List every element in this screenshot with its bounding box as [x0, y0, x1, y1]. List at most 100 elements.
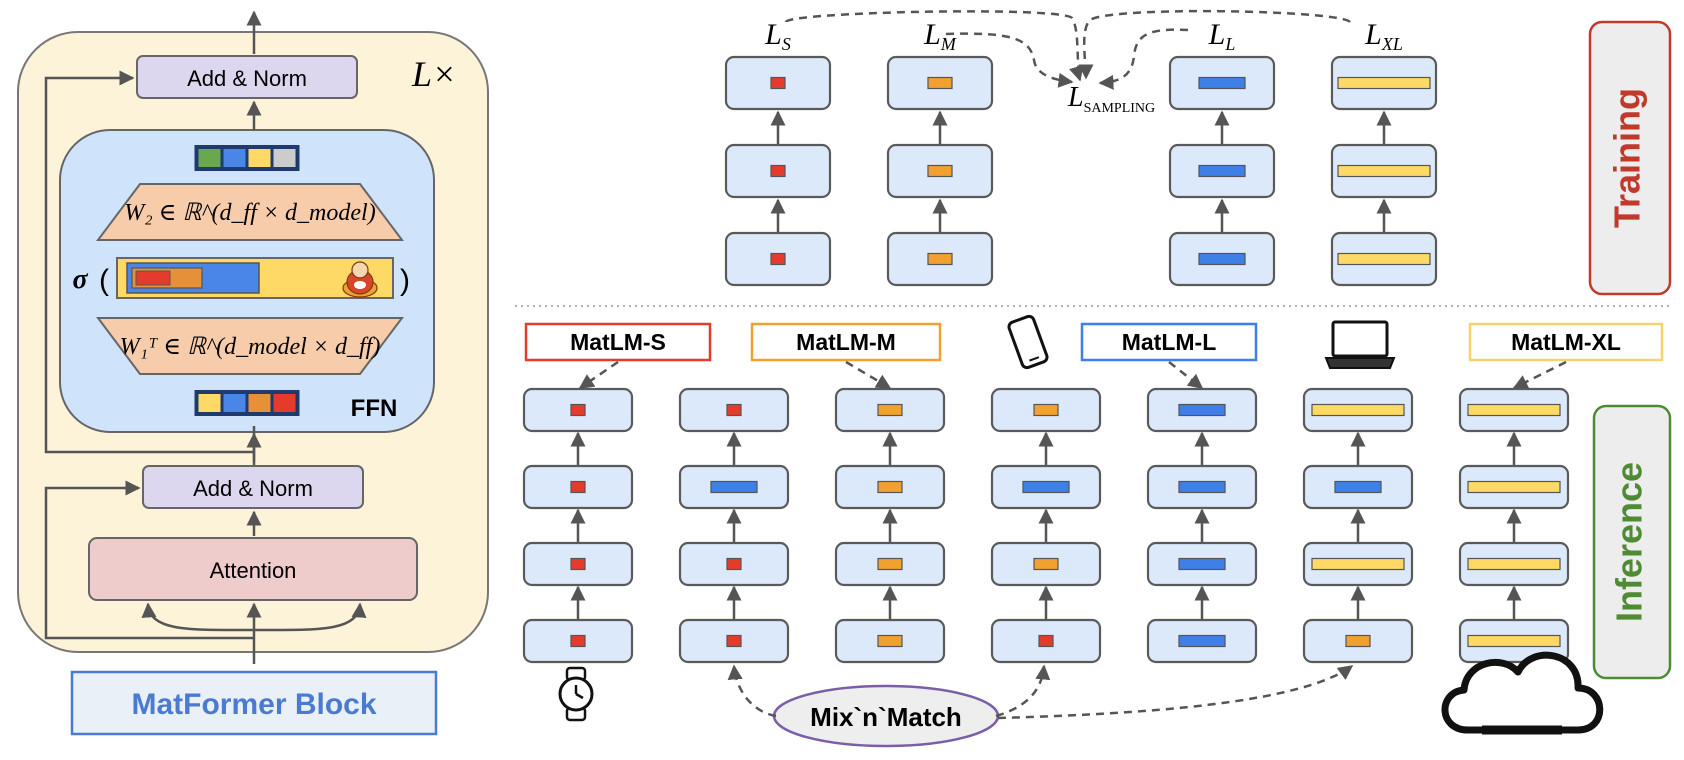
layer-width-medium	[927, 164, 953, 178]
add-norm-bottom-box	[142, 465, 364, 509]
inference-column	[834, 387, 946, 664]
ffn-input-token	[194, 390, 300, 416]
laptop-icon	[1324, 320, 1396, 369]
layer-width-small	[726, 634, 742, 648]
loss-sampling: LSAMPLING	[1067, 82, 1155, 116]
model-label-text: MatLM-XL	[1511, 329, 1621, 355]
model-label-xlarge: MatLM-XL	[1468, 322, 1664, 390]
layer-width-large	[710, 480, 758, 494]
layer-box	[1458, 464, 1570, 510]
layer-box	[1168, 231, 1276, 287]
add-norm-bottom-label: Add & Norm	[193, 476, 313, 501]
layer-box	[1458, 541, 1570, 587]
repeat-label: L×	[411, 54, 456, 94]
w1-matrix	[96, 317, 404, 375]
attention-label: Attention	[210, 558, 297, 583]
sigma-symbol: σ	[72, 264, 88, 295]
layer-box	[834, 464, 946, 510]
layer-box	[1146, 464, 1258, 510]
model-label-text: MatLM-L	[1122, 329, 1217, 355]
ffn-output-token	[194, 145, 300, 171]
layer-box	[678, 464, 790, 510]
layer-width-medium	[927, 252, 953, 266]
layer-width-xlarge	[1311, 557, 1405, 571]
layer-box	[1330, 55, 1438, 111]
layer-box	[1146, 541, 1258, 587]
model-label-text: MatLM-S	[570, 329, 666, 355]
layer-box	[990, 387, 1102, 433]
model-pointer	[845, 360, 892, 390]
layer-box	[886, 143, 994, 199]
layer-box	[1302, 464, 1414, 510]
layer-width-small	[570, 403, 586, 417]
layer-width-small	[770, 252, 786, 266]
training-column: LS	[724, 18, 832, 287]
matformer-title-box	[70, 670, 438, 736]
layer-width-small	[770, 76, 786, 90]
loss-label: LXL	[1364, 18, 1403, 54]
layer-box	[678, 387, 790, 433]
matryoshka-doll-icon	[342, 261, 378, 298]
layer-width-xlarge	[1467, 480, 1561, 494]
layer-box	[1458, 387, 1570, 433]
cloud-icon	[1441, 651, 1604, 735]
layer-width-small	[770, 164, 786, 178]
layer-width-xlarge	[1467, 403, 1561, 417]
layer-width-large	[1334, 480, 1382, 494]
layer-box	[522, 541, 634, 587]
layer-width-large	[1022, 480, 1070, 494]
layer-width-large	[1198, 252, 1246, 266]
loss-label: LS	[764, 18, 791, 54]
model-label-large: MatLM-L	[1080, 322, 1258, 389]
layer-width-xlarge	[1467, 557, 1561, 571]
layer-width-medium	[877, 480, 903, 494]
token-cell	[273, 149, 296, 167]
inference-column	[678, 387, 790, 664]
layer-width-small	[570, 557, 586, 571]
token-cell	[198, 394, 221, 412]
layer-box	[522, 464, 634, 510]
model-pointer	[1512, 360, 1567, 390]
layer-width-large	[1198, 76, 1246, 90]
layer-width-small	[570, 634, 586, 648]
layer-width-medium	[1033, 557, 1059, 571]
matformer-title: MatFormer Block	[131, 688, 376, 721]
layer-width-xlarge	[1337, 164, 1431, 178]
layer-box	[1302, 541, 1414, 587]
inference-label-box	[1592, 404, 1672, 680]
layer-width-small	[726, 403, 742, 417]
layer-box	[724, 143, 832, 199]
token-cell	[223, 149, 246, 167]
token-cell	[248, 394, 271, 412]
layer-box	[724, 231, 832, 287]
layer-box	[990, 464, 1102, 510]
paren-open: (	[99, 264, 109, 297]
layer-box	[1146, 387, 1258, 433]
token-cell	[248, 149, 271, 167]
inference-column	[522, 387, 634, 664]
inference-column	[990, 387, 1102, 664]
phone-icon	[1007, 314, 1049, 370]
layer-box	[1146, 618, 1258, 664]
activation-s	[135, 270, 171, 286]
loss-label: LL	[1208, 18, 1236, 54]
layer-box	[886, 55, 994, 111]
layer-box	[1168, 143, 1276, 199]
layer-box	[1302, 618, 1414, 664]
layer-width-medium	[1345, 634, 1371, 648]
layer-width-small	[1038, 634, 1054, 648]
attention-box	[88, 537, 418, 601]
layer-width-large	[1178, 403, 1226, 417]
layer-width-small	[726, 557, 742, 571]
matformer-block: L× Add & Norm FFN W₂ ∈ ℝ^(d_ff × d_model…	[17, 10, 489, 736]
add-norm-top-label: Add & Norm	[187, 66, 307, 91]
layer-width-large	[1198, 164, 1246, 178]
mixnmatch-label: Mix`n`Match	[810, 702, 962, 732]
inference-label: Inference	[1609, 462, 1650, 622]
layer-width-medium	[877, 403, 903, 417]
training-label-box	[1588, 20, 1672, 296]
ffn-label: FFN	[351, 395, 398, 422]
w2-label: W₂ ∈ ℝ^(d_ff × d_model)	[124, 200, 375, 226]
